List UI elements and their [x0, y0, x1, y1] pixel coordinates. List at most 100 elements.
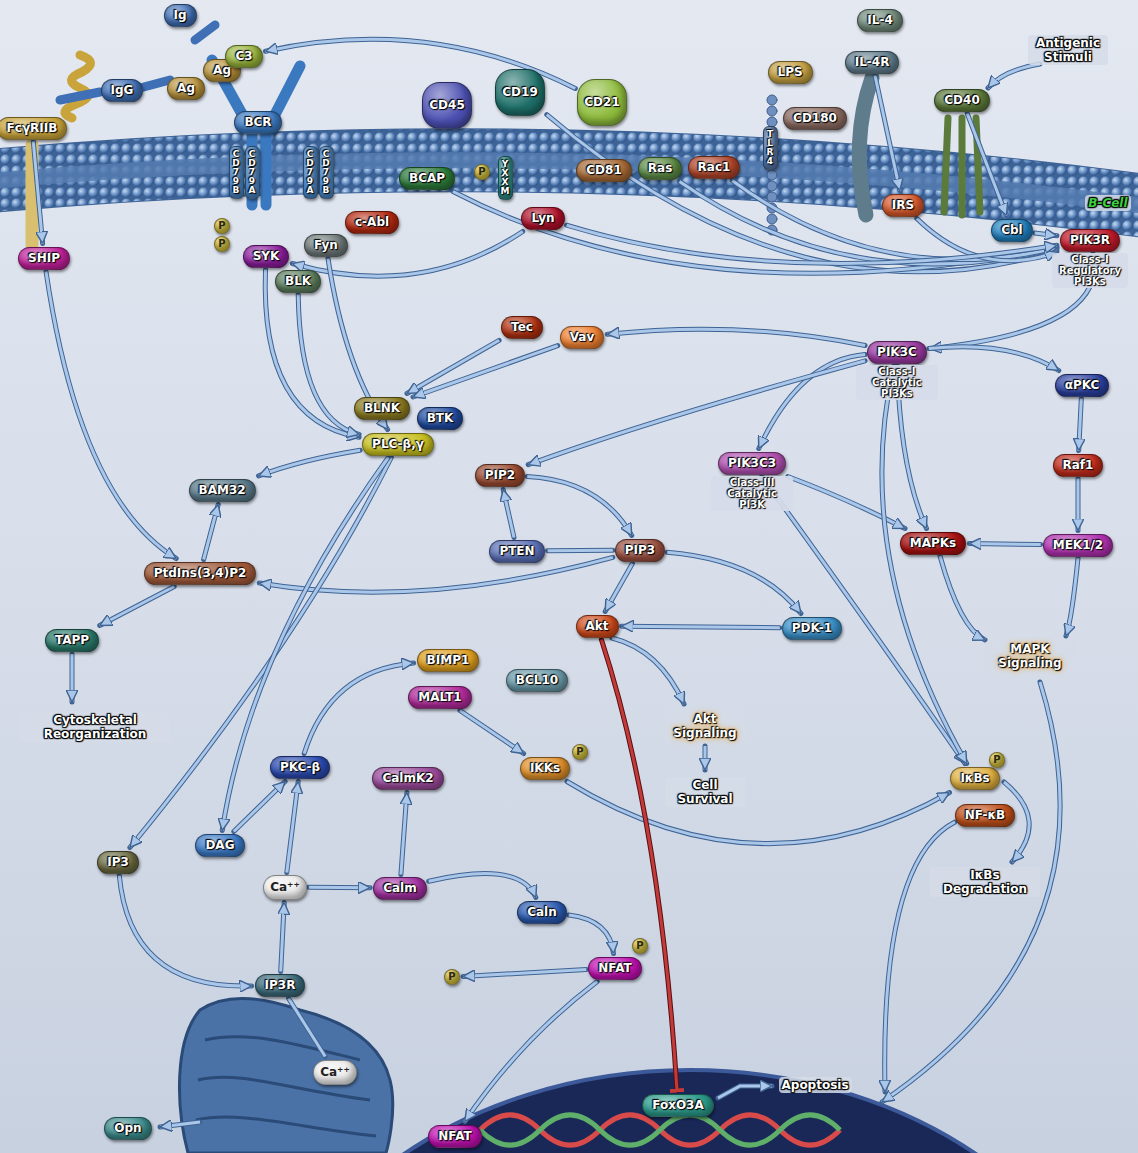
- node-label: P: [215, 219, 229, 233]
- connector-line: [969, 544, 1040, 545]
- connector-line: [567, 225, 1057, 263]
- art-shape: [882, 682, 1060, 1102]
- connector-line: [287, 782, 298, 873]
- connector: [287, 782, 298, 873]
- connector-line: [503, 490, 514, 538]
- node-label: PTEN: [499, 544, 534, 559]
- node-label: CD81: [586, 163, 621, 178]
- connector: [234, 782, 285, 832]
- node-label: Ca⁺⁺: [320, 1065, 350, 1080]
- receptor-chain: CD79B: [319, 146, 334, 199]
- connector: [875, 76, 900, 191]
- node-label: BTK: [427, 411, 454, 426]
- connector-line: [265, 270, 359, 438]
- connector-line: [567, 782, 950, 844]
- connector-line: [762, 477, 965, 764]
- cell-membrane: [0, 160, 1138, 208]
- receptor-chain: CD79B: [229, 146, 244, 199]
- connector-line: [547, 115, 1057, 272]
- node-label: Ca⁺⁺: [270, 880, 300, 895]
- protein-node: NFAT: [428, 1125, 481, 1148]
- node-label: Raf1: [1063, 458, 1094, 473]
- connector-line: [548, 549, 613, 553]
- art-shape: [212, 60, 300, 205]
- node-label: Ig: [174, 8, 187, 23]
- annotation-label: Cytoskeletal Reorganization: [20, 712, 170, 742]
- node-label: Fyn: [314, 238, 338, 253]
- connector: [413, 346, 558, 397]
- protein-node: PIK3RClass-I Regulatory PI3Ks: [1060, 229, 1120, 252]
- connector-outline: [465, 982, 597, 1122]
- phosphate-badge: P: [474, 164, 490, 180]
- protein-node: IL-4: [857, 9, 902, 32]
- connector-line: [281, 903, 285, 972]
- protein-node: CalmK2: [372, 767, 443, 790]
- connector-outline: [875, 76, 900, 191]
- connector-line: [882, 366, 967, 764]
- connector: [622, 626, 780, 628]
- protein-node: Cbl: [991, 219, 1033, 242]
- connector-line: [732, 181, 1057, 260]
- protein-node: c-Abl: [345, 211, 399, 234]
- connector: [119, 876, 251, 987]
- node-label: Caln: [527, 905, 557, 920]
- node-label: Ag: [177, 81, 195, 96]
- connector: [667, 552, 801, 613]
- connector-outline: [547, 115, 1057, 272]
- connector-line: [463, 970, 586, 977]
- node-label: BAM32: [199, 483, 246, 498]
- node-label: NF-κB: [965, 808, 1006, 823]
- node-label: IL-4: [867, 13, 892, 28]
- art-shape: [480, 1115, 840, 1145]
- art-shape: [1066, 558, 1078, 636]
- art-shape: [882, 682, 1060, 1102]
- annotation-label: B-Cell: [1085, 195, 1130, 211]
- connector-outline: [622, 626, 780, 628]
- node-label: P: [573, 745, 587, 759]
- connector-line: [875, 76, 900, 191]
- connector-outline: [567, 782, 950, 844]
- node-label: IKKs: [530, 761, 560, 776]
- node-label: IκBs: [960, 771, 989, 786]
- connector: [463, 970, 586, 977]
- node-label: SHIP: [28, 251, 60, 266]
- connector-outline: [667, 552, 801, 613]
- connector: [460, 711, 524, 754]
- protein-node: MEK1/2: [1043, 534, 1114, 557]
- connector: [46, 272, 176, 559]
- connector: [547, 115, 1057, 272]
- connector-line: [309, 886, 370, 890]
- connector-line: [607, 329, 865, 345]
- connector-line: [292, 232, 522, 277]
- node-label: PIP3: [625, 543, 655, 558]
- connector: [882, 366, 967, 764]
- connector-line: [234, 782, 285, 832]
- connector-line: [304, 663, 413, 754]
- connector: [969, 544, 1040, 545]
- protein-node: TAPP: [45, 629, 99, 652]
- connector: [204, 505, 219, 560]
- protein-node: Ag: [167, 77, 205, 100]
- connector-outline: [287, 782, 298, 873]
- connector-outline: [309, 885, 370, 891]
- connector-line: [465, 982, 597, 1122]
- receptor-chain: CD79A: [303, 146, 318, 199]
- art-shape: [0, 160, 1138, 208]
- node-label: IP3: [107, 855, 129, 870]
- node-label: Vav: [570, 330, 595, 345]
- protein-node: LPS: [768, 61, 813, 84]
- phosphate-badge: P: [214, 236, 230, 252]
- connector: [762, 477, 965, 764]
- node-label: BCR: [244, 115, 271, 130]
- connector-outline: [969, 544, 1040, 545]
- connector-outline: [548, 548, 613, 554]
- receptor-protein: CD19: [495, 69, 544, 116]
- node-label: P: [475, 165, 489, 179]
- connector: [100, 587, 175, 626]
- connector-outline: [967, 114, 1006, 216]
- art-shape: [704, 746, 707, 770]
- connector-line: [569, 915, 614, 953]
- node-label: NFAT: [438, 1129, 471, 1144]
- connector-line: [1077, 479, 1080, 531]
- art-shape: [885, 822, 955, 1092]
